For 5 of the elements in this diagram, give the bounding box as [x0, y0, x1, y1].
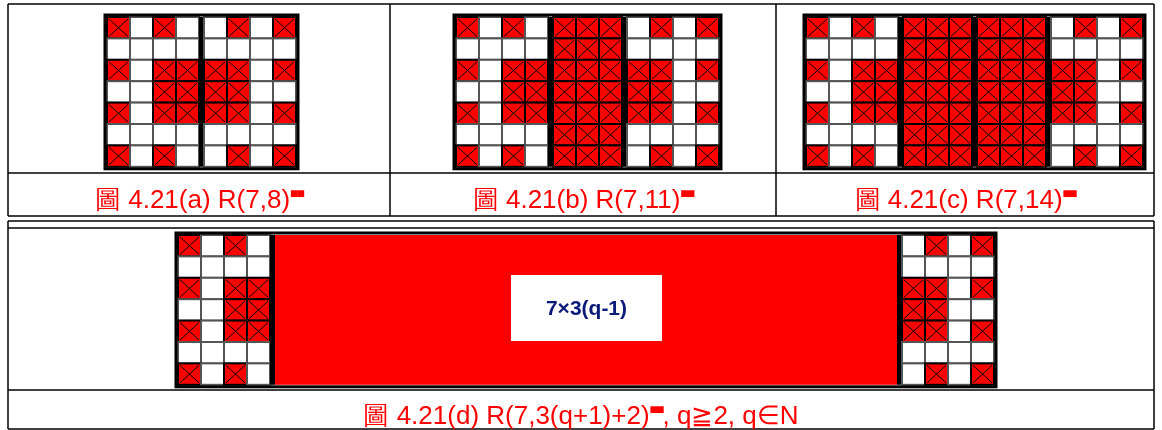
figure-caption: 圖 4.21(d) R(7,3(q+1)+2)$^{■■}$, q≧2, q∈N [363, 400, 799, 430]
figure-caption: 圖 4.21(c) R(7,14)$^{■■}$ [854, 184, 1076, 214]
figure-caption: 圖 4.21(b) R(7,11)$^{■■}$ [472, 184, 694, 214]
figure-caption: 圖 4.21(a) R(7,8)$^{■■}$ [95, 184, 303, 214]
label-box: 7×3(q-1) [511, 275, 662, 341]
